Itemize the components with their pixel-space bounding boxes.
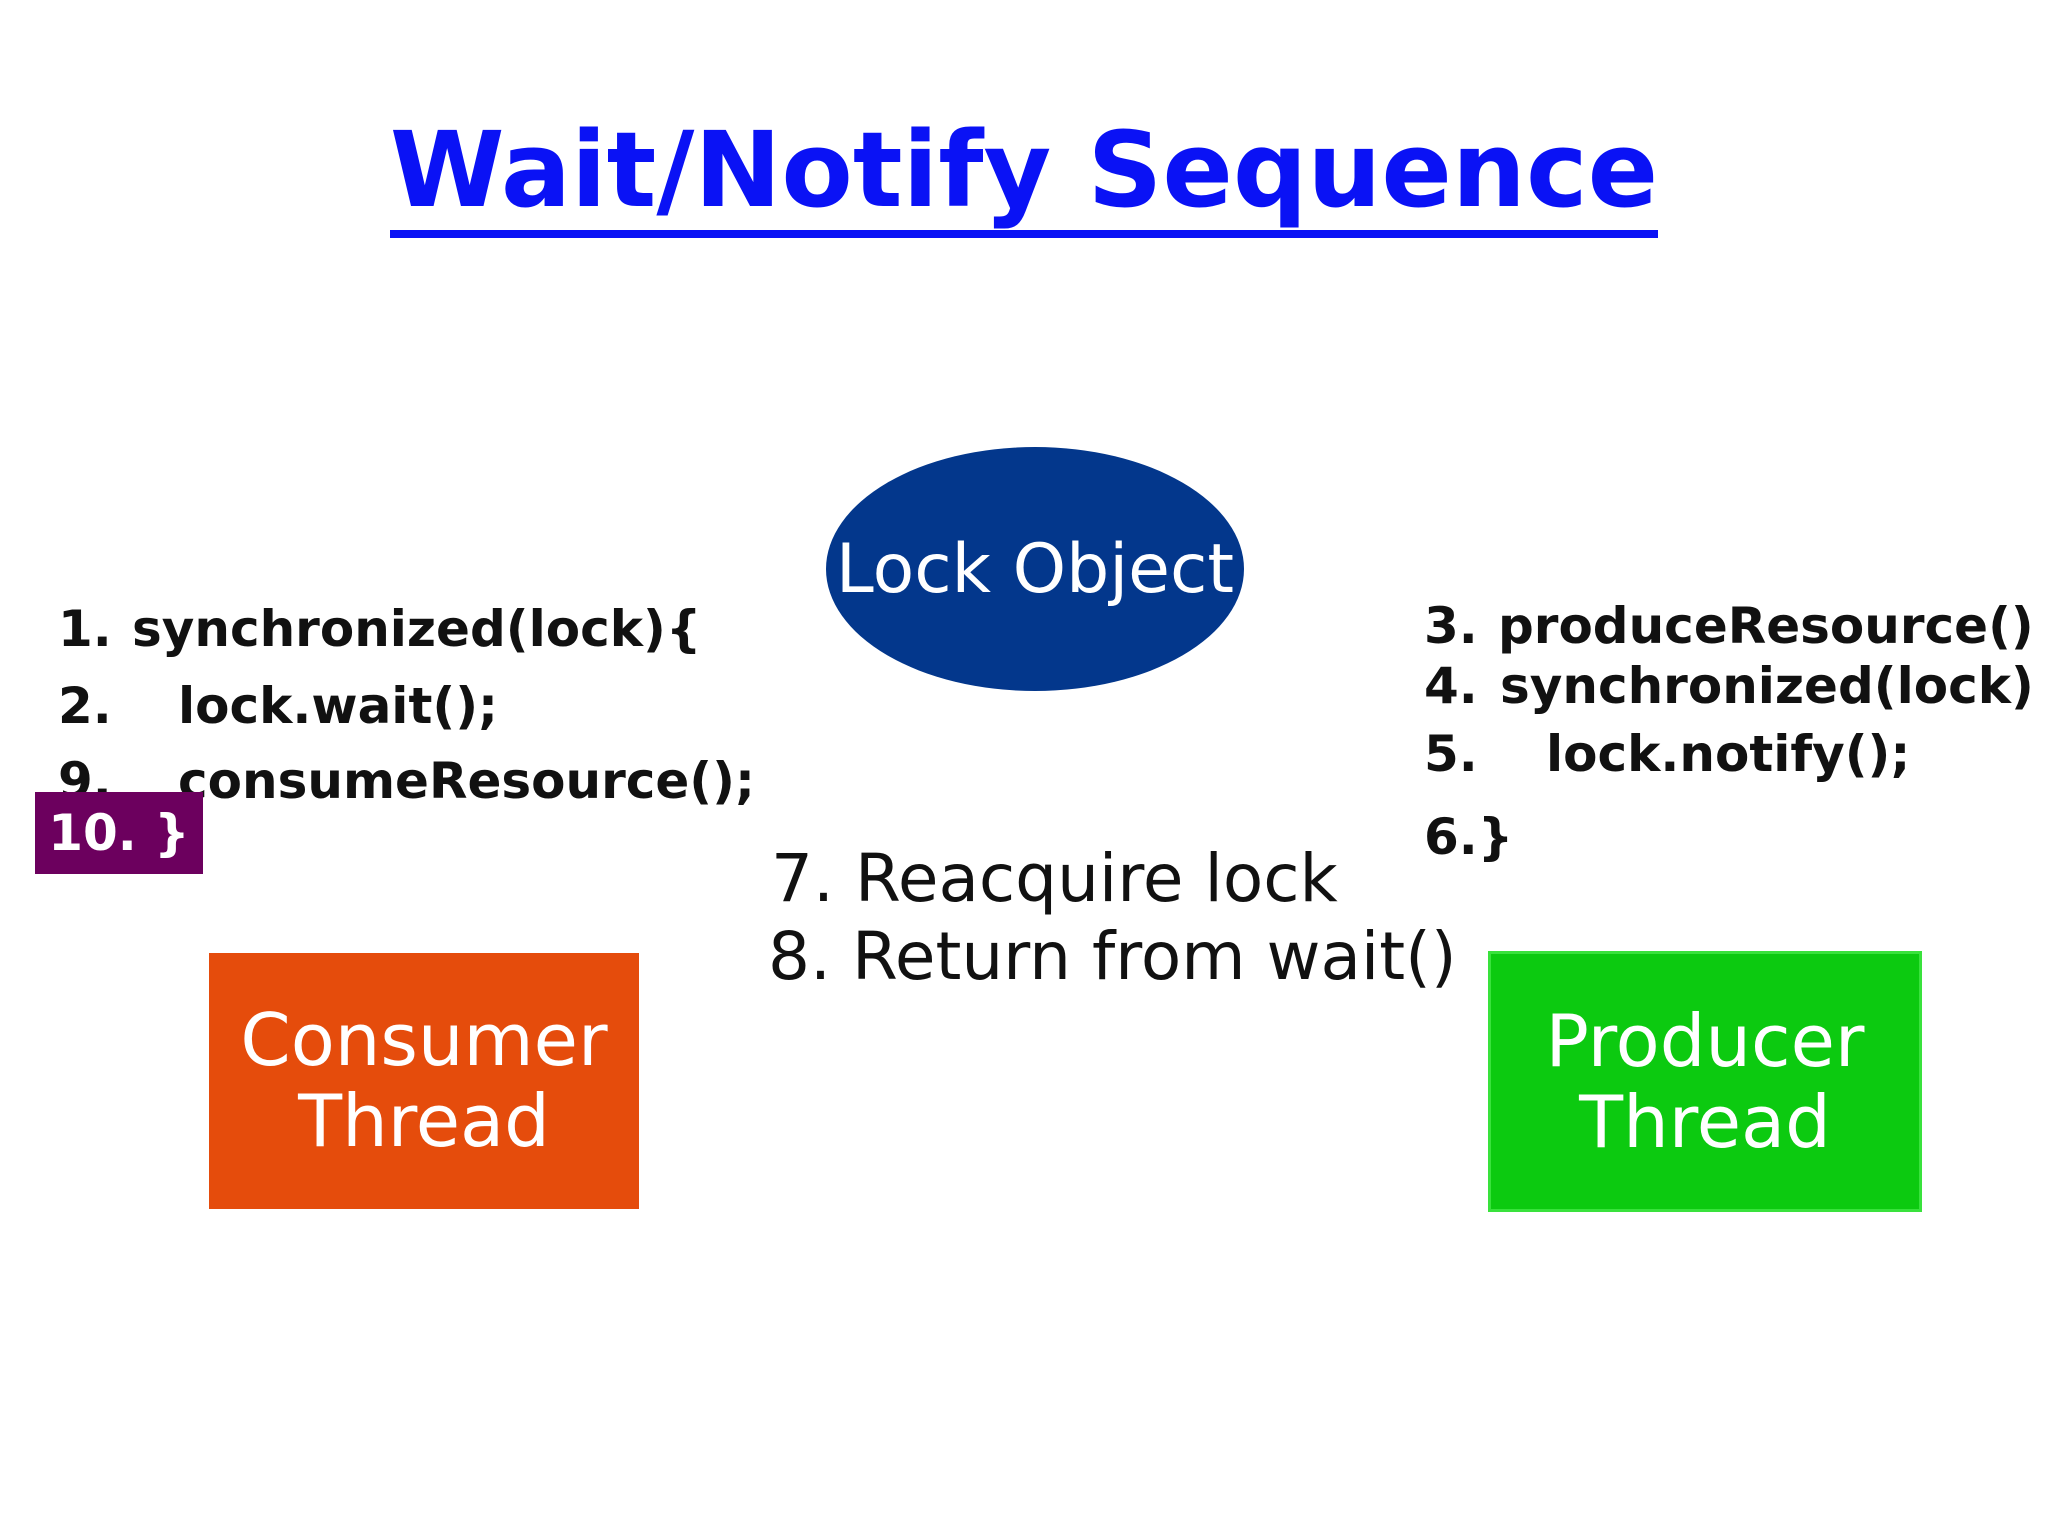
producer-line-4-text: synchronized(lock) { <box>1500 657 2048 715</box>
producer-line-6-number: 6. <box>1424 808 1478 866</box>
producer-thread-label-line-2: Thread <box>1579 1079 1831 1164</box>
lock-object-ellipse: Lock Object <box>826 447 1244 691</box>
producer-code-line-5: 5.lock.notify(); <box>1424 729 1910 779</box>
consumer-line-1-number: 1. <box>58 600 112 658</box>
producer-line-4-number: 4. <box>1424 657 1478 715</box>
consumer-line-1-text: synchronized(lock){ <box>132 600 702 658</box>
consumer-code-line-1: 1.synchronized(lock){ <box>58 604 701 654</box>
producer-code-line-3: 3.produceResource() <box>1424 601 2034 651</box>
lock-object-label: Lock Object <box>835 529 1235 609</box>
consumer-closing-brace-highlight: 10. } <box>35 792 203 874</box>
producer-code-line-6: 6.} <box>1424 812 1513 862</box>
slide-title-text: Wait/Notify Sequence <box>389 114 1659 239</box>
producer-thread-box: Producer Thread <box>1488 951 1922 1212</box>
step-7-reacquire-lock: 7. Reacquire lock <box>771 840 1338 917</box>
consumer-thread-box: Consumer Thread <box>206 950 642 1212</box>
slide-title: Wait/Notify Sequence <box>0 108 2048 239</box>
consumer-code-line-2: 2.lock.wait(); <box>58 681 498 731</box>
producer-line-5-text: lock.notify(); <box>1546 725 1911 783</box>
consumer-thread-label-line-1: Consumer <box>240 998 608 1083</box>
producer-line-3-text: produceResource() <box>1498 597 2034 655</box>
consumer-closing-brace-text: 10. } <box>48 804 190 862</box>
producer-thread-label-line-1: Producer <box>1545 998 1865 1083</box>
producer-line-6-text: } <box>1477 808 1514 866</box>
consumer-line-2-number: 2. <box>58 677 112 735</box>
consumer-line-2-text: lock.wait(); <box>178 677 499 735</box>
producer-line-3-number: 3. <box>1424 597 1478 655</box>
producer-line-5-number: 5. <box>1424 725 1478 783</box>
step-8-return-from-wait: 8. Return from wait() <box>768 918 1457 995</box>
consumer-line-3-text: consumeResource(); <box>178 752 755 810</box>
producer-code-line-4: 4.synchronized(lock) { <box>1424 661 2048 711</box>
consumer-code-line-3: 9.consumeResource(); <box>58 756 755 806</box>
consumer-thread-label-line-2: Thread <box>298 1079 550 1163</box>
